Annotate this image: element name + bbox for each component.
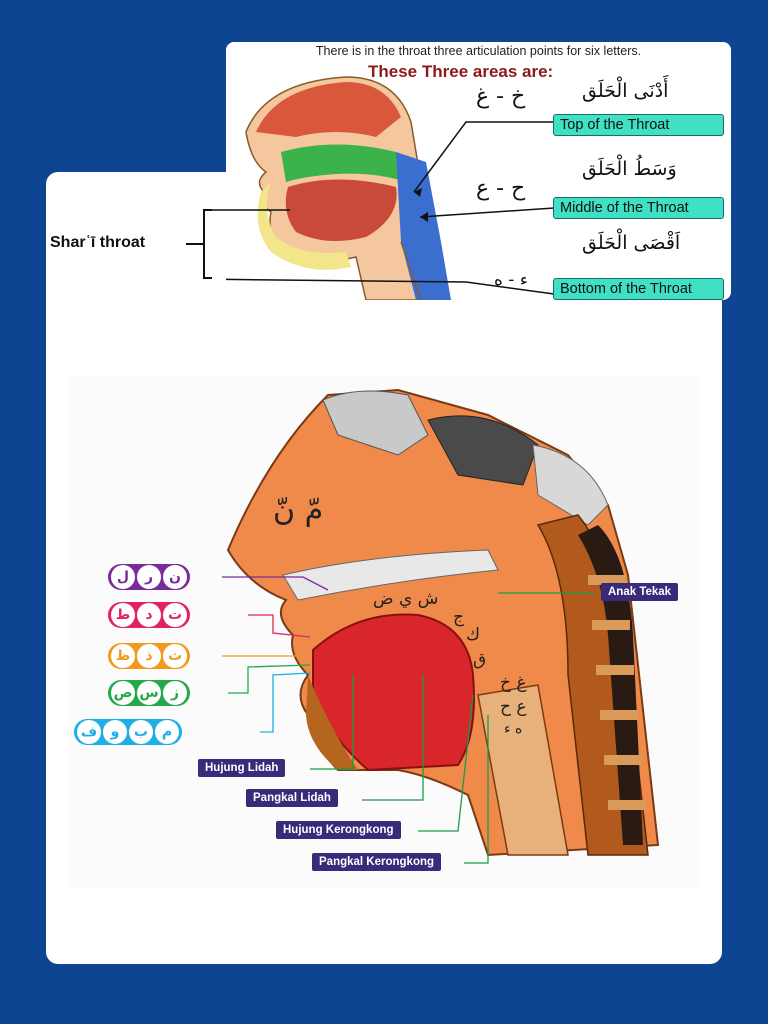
label-hujung-lidah: Hujung Lidah [198,759,285,777]
letter-circle: ر [137,565,161,589]
letter-circle: ث [163,644,187,668]
letter-circle: ب [129,720,153,744]
kaf-letter: ك [466,625,480,645]
letter-circle: ف [77,720,101,744]
pill-mim-ba-waw-fa: م ب و ف [74,719,182,745]
letter-circle: و [103,720,127,744]
label-anak-tekak: Anak Tekak [601,583,678,601]
makhraj-panel: ن ر ل ت د ط ث ذ ظ ز س ص م ب و ف مّ نّ ش … [68,375,700,887]
nasal-letters: مّ نّ [273,493,323,528]
qaf-letter: ق [473,650,486,670]
label-hujung-kerongkong: Hujung Kerongkong [276,821,401,839]
pill-ta-dal-tha: ت د ط [108,602,190,628]
letter-circle: م [155,720,179,744]
palate-letters: ش ي ض [373,589,438,609]
pill-lam-ra-nun: ن ر ل [108,564,190,590]
letter-circle: ز [163,681,187,705]
jim-letter: ج [453,607,464,627]
shari-throat-label: Sharʿī throat [50,234,145,252]
mid-throat-letters: ع ح [500,697,527,717]
letter-circle: د [137,603,161,627]
letter-circle: ذ [137,644,161,668]
label-pangkal-kerongkong: Pangkal Kerongkong [312,853,441,871]
letter-circle: ط [111,603,135,627]
low-throat-letters: ه ء [504,721,522,737]
letter-circle: ت [163,603,187,627]
letter-circle: ن [163,565,187,589]
head-cross-section [68,375,700,887]
letter-circle: س [137,681,161,705]
letter-circle: ص [111,681,135,705]
letter-circle: ظ [111,644,135,668]
shari-bracket [0,0,768,320]
letter-circle: ل [111,565,135,589]
upper-throat-letters: غ خ [500,673,527,693]
label-pangkal-lidah: Pangkal Lidah [246,789,338,807]
pill-zay-sin-sad: ز س ص [108,680,190,706]
pill-tha-dhal-zha: ث ذ ظ [108,643,190,669]
